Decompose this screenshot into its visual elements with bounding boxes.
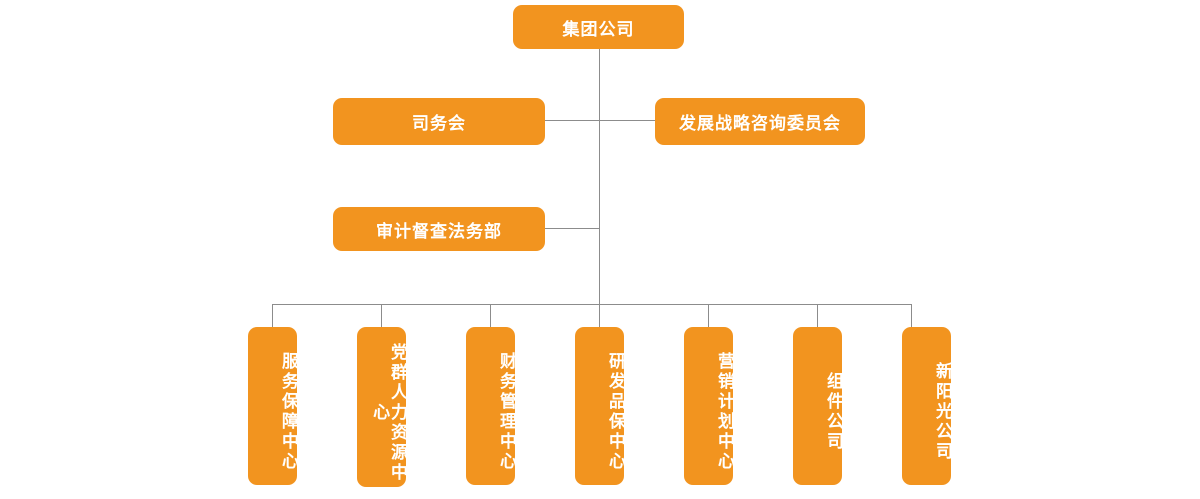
connector-distributor-bar	[272, 304, 911, 305]
org-node-label: 研发品保中心	[606, 352, 625, 472]
org-node-audit-legal-department[interactable]: 审计督查法务部	[324, 200, 545, 251]
connector-drop-hr	[381, 304, 382, 327]
org-node-group-company[interactable]: 集团公司	[504, 0, 684, 49]
org-node-finance-center[interactable]: 财务管理中心	[457, 320, 516, 485]
connector-drop-service	[272, 304, 273, 327]
org-node-label: 新阳光公司	[933, 362, 952, 462]
connector-drop-finance	[490, 304, 491, 327]
org-node-label: 服务保障中心	[279, 352, 298, 472]
connector-drop-marketing	[708, 304, 709, 327]
org-node-party-hr-center[interactable]: 党群人力资源中心	[348, 320, 407, 487]
org-node-marketing-planning-center[interactable]: 营销计划中心	[675, 320, 734, 485]
org-node-label: 司务会	[412, 114, 466, 133]
connector-row2-horizontal	[545, 120, 655, 121]
connector-trunk-row2-to-row3	[599, 120, 600, 228]
org-node-label: 组件公司	[824, 372, 843, 452]
org-node-label: 发展战略咨询委员会	[679, 114, 841, 133]
connector-row3-horizontal	[545, 228, 599, 229]
connector-drop-rd	[599, 304, 600, 327]
connector-drop-sunshine	[911, 304, 912, 327]
org-node-label: 集团公司	[562, 19, 635, 39]
org-node-new-sunshine-company[interactable]: 新阳光公司	[893, 320, 952, 485]
org-node-module-company[interactable]: 组件公司	[784, 320, 843, 485]
connector-drop-module	[817, 304, 818, 327]
org-node-siwuhui[interactable]: 司务会	[324, 91, 545, 145]
org-node-label: 党群人力资源中心	[370, 343, 407, 483]
connector-trunk-row3-to-row4	[599, 228, 600, 304]
org-node-label: 营销计划中心	[715, 352, 734, 472]
org-node-label: 审计督查法务部	[376, 221, 502, 241]
org-node-strategy-committee[interactable]: 发展战略咨询委员会	[646, 91, 865, 145]
org-node-service-support-center[interactable]: 服务保障中心	[239, 320, 298, 485]
org-node-label: 财务管理中心	[497, 352, 516, 472]
connector-trunk-root-to-row2	[599, 49, 600, 120]
org-node-rd-quality-center[interactable]: 研发品保中心	[566, 320, 625, 485]
